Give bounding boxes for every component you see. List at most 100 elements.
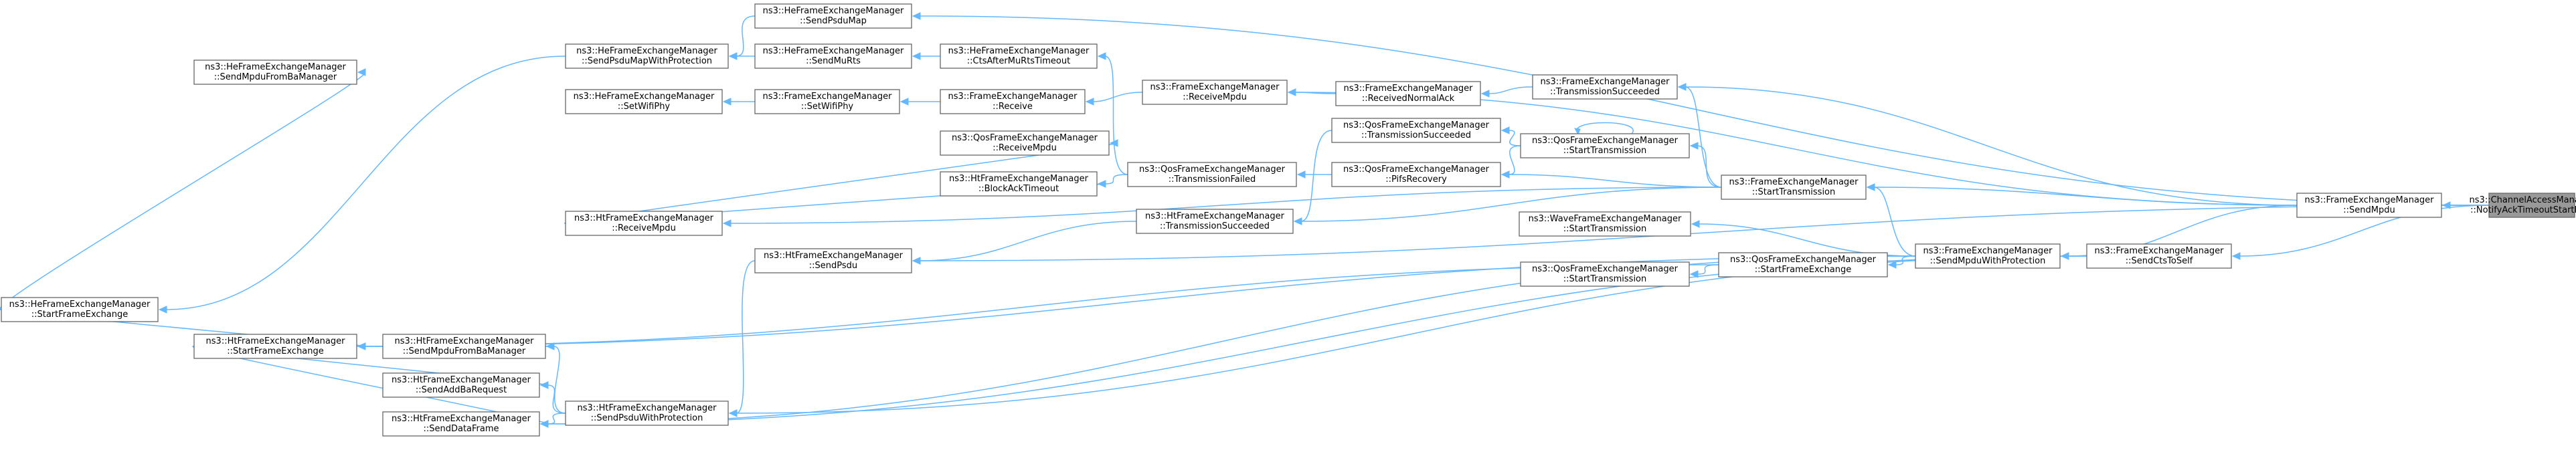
edge-he_startfe-to-he_sendpsdumap_prot	[158, 55, 566, 314]
node-fem-starttx[interactable]: ns3::FrameExchangeManager::StartTransmis…	[1721, 175, 1867, 200]
node-ht-blockack[interactable]: ns3::HtFrameExchangeManager::BlockAckTim…	[940, 171, 1098, 197]
node-ht-sendmpdu-ba[interactable]: ns3::HtFrameExchangeManager::SendMpduFro…	[382, 334, 546, 359]
node-qos-receivempdu[interactable]: ns3::QosFrameExchangeManager::ReceiveMpd…	[940, 130, 1110, 156]
node-method-label: ::ReceiveMpdu	[612, 223, 676, 233]
edge-qos_starttx-to-qos_starttx	[1574, 122, 1634, 136]
node-method-label: ::StartTransmission	[1563, 224, 1647, 234]
node-fem-txsucc[interactable]: ns3::FrameExchangeManager::TransmissionS…	[1532, 74, 1678, 100]
node-box	[1, 297, 159, 322]
node-fem-sendmpdu-prot[interactable]: ns3::FrameExchangeManager::SendMpduWithP…	[1915, 243, 2061, 269]
node-he-sendpsdumap[interactable]: ns3::HeFrameExchangeManager::SendPsduMap	[754, 3, 912, 29]
node-box	[1136, 209, 1294, 234]
edge-fem_setwifiphy-to-fem_receive	[899, 98, 941, 106]
node-ht-txsucc[interactable]: ns3::HtFrameExchangeManager::Transmissio…	[1136, 209, 1294, 234]
node-class-label: ns3::HtFrameExchangeManager	[1145, 211, 1285, 221]
node-fem-sendcts[interactable]: ns3::FrameExchangeManager::SendCtsToSelf	[2086, 243, 2232, 269]
node-class-label: ns3::QosFrameExchangeManager	[1343, 120, 1490, 130]
node-box	[565, 211, 723, 236]
node-fem-sendmpdu[interactable]: ns3::FrameExchangeManager::SendMpdu	[2296, 193, 2442, 218]
node-ht-sendpsdu-prot[interactable]: ns3::HtFrameExchangeManager::SendPsduWit…	[565, 401, 729, 426]
edge-ht_txsucc-to-qos_txsucc	[1293, 130, 1333, 225]
edge-he_sendmpdu_ba-to-he_startfe	[0, 68, 366, 310]
node-box	[940, 171, 1098, 197]
node-ht-receivempdu[interactable]: ns3::HtFrameExchangeManager::ReceiveMpdu	[565, 211, 723, 236]
edge-fem_sendcts-to-root	[2231, 205, 2490, 260]
node-ht-sendaddba[interactable]: ns3::HtFrameExchangeManager::SendAddBaRe…	[382, 372, 540, 398]
edge-ht_senddata-to-fem_sendcts	[539, 255, 2087, 428]
node-method-label: ::StartTransmission	[1563, 274, 1647, 284]
edge-fem_receivempdu-to-fem_recvnormalack	[1287, 88, 1337, 96]
node-box	[382, 372, 540, 398]
node-box	[1532, 74, 1678, 100]
node-box	[1915, 243, 2061, 269]
node-box	[940, 43, 1098, 69]
edge-fem_receive-to-fem_receivempdu	[1085, 92, 1143, 106]
node-qos-starttx2[interactable]: ns3::QosFrameExchangeManager::StartTrans…	[1520, 261, 1690, 287]
node-wave-starttx[interactable]: ns3::WaveFrameExchangeManager::StartTran…	[1519, 211, 1691, 237]
node-class-label: ns3::HeFrameExchangeManager	[205, 62, 346, 72]
node-box	[940, 130, 1110, 156]
node-class-label: ns3::HeFrameExchangeManager	[9, 300, 151, 310]
edge-qos_starttx-to-fem_starttx	[1689, 142, 1722, 188]
node-box	[382, 411, 540, 437]
node-method-label: ::SendPsdu	[809, 261, 857, 271]
node-method-label: ::StartFrameExchange	[1755, 265, 1852, 275]
node-qos-txfailed[interactable]: ns3::QosFrameExchangeManager::Transmissi…	[1127, 162, 1297, 187]
node-box	[1519, 211, 1691, 237]
node-box	[1331, 162, 1501, 187]
node-box	[754, 248, 912, 273]
node-fem-setwifiphy[interactable]: ns3::FrameExchangeManager::SetWifiPhy	[754, 89, 900, 114]
node-class-label: ns3::QosFrameExchangeManager	[1532, 136, 1679, 146]
node-method-label: ::SendPsduMapWithProtection	[582, 56, 712, 66]
node-ht-senddata[interactable]: ns3::HtFrameExchangeManager::SendDataFra…	[382, 411, 540, 437]
node-method-label: ::StartTransmission	[1752, 187, 1836, 197]
node-he-setwifiphy[interactable]: ns3::HeFrameExchangeManager::SetWifiPhy	[565, 89, 723, 114]
node-class-label: ns3::WaveFrameExchangeManager	[1529, 214, 1682, 224]
node-method-label: ::SendMpdu	[2343, 205, 2395, 215]
node-qos-pifs[interactable]: ns3::QosFrameExchangeManager::PifsRecove…	[1331, 162, 1501, 187]
node-he-sendmurts[interactable]: ns3::HeFrameExchangeManager::SendMuRts	[754, 43, 912, 69]
node-class-label: ns3::FrameExchangeManager	[1343, 84, 1473, 94]
edge-wave_starttx-to-fem_sendmpdu_prot	[1691, 220, 1916, 257]
node-box	[1520, 133, 1690, 158]
node-method-label: ::CtsAfterMuRtsTimeout	[967, 56, 1070, 66]
node-qos-starttx[interactable]: ns3::QosFrameExchangeManager::StartTrans…	[1520, 133, 1690, 158]
edge-qos_txsucc-to-qos_starttx	[1500, 126, 1521, 146]
node-box	[193, 60, 357, 85]
node-method-label: ::SendMpduWithProtection	[1930, 256, 2046, 266]
edge-ht_sendmpdu_ba-to-ht_sendpsdu_prot	[545, 342, 566, 414]
node-class-label: ns3::QosFrameExchangeManager	[1730, 255, 1877, 265]
node-he-sendpsdumap-prot[interactable]: ns3::HeFrameExchangeManager::SendPsduMap…	[565, 43, 729, 69]
node-fem-receive[interactable]: ns3::FrameExchangeManager::Receive	[940, 89, 1086, 114]
node-class-label: ns3::FrameExchangeManager	[1923, 246, 2053, 256]
node-box	[193, 334, 357, 359]
node-box	[1721, 175, 1867, 200]
node-class-label: ns3::HtFrameExchangeManager	[392, 414, 531, 424]
node-he-ctsaftermurts[interactable]: ns3::HeFrameExchangeManager::CtsAfterMuR…	[940, 43, 1098, 69]
node-method-label: ::ReceiveMpdu	[993, 143, 1057, 153]
node-qos-txsucc[interactable]: ns3::QosFrameExchangeManager::Transmissi…	[1331, 118, 1501, 143]
edge-ht_sendpsdu_prot-to-fem_sendcts	[728, 255, 2087, 417]
node-method-label: ::ReceivedNormalAck	[1362, 94, 1455, 104]
node-class-label: ns3::HeFrameExchangeManager	[576, 46, 717, 56]
node-fem-recvnormalack[interactable]: ns3::FrameExchangeManager::ReceivedNorma…	[1335, 81, 1481, 106]
node-box	[754, 43, 912, 69]
node-box	[1127, 162, 1297, 187]
node-ht-sendpsdu[interactable]: ns3::HtFrameExchangeManager::SendPsdu	[754, 248, 912, 273]
node-class-label: ns3::QosFrameExchangeManager	[1532, 264, 1679, 274]
node-ht-startfe[interactable]: ns3::HtFrameExchangeManager::StartFrameE…	[193, 334, 357, 359]
node-qos-startfe[interactable]: ns3::QosFrameExchangeManager::StartFrame…	[1718, 252, 1888, 277]
node-box	[2488, 193, 2575, 218]
node-method-label: ::BlockAckTimeout	[978, 184, 1059, 194]
node-box	[2296, 193, 2442, 218]
node-method-label: ::SendAddBaRequest	[416, 385, 507, 395]
node-he-startfe[interactable]: ns3::HeFrameExchangeManager::StartFrameE…	[1, 297, 159, 322]
node-method-label: ::TransmissionSucceeded	[1550, 87, 1660, 97]
node-fem-receivempdu[interactable]: ns3::FrameExchangeManager::ReceiveMpdu	[1142, 80, 1288, 105]
node-he-sendmpdu-ba[interactable]: ns3::HeFrameExchangeManager::SendMpduFro…	[193, 60, 357, 85]
edge-ht_sendpsdu_prot-to-ht_sendpsdu	[728, 260, 756, 417]
edge-ht_sendpsdu-to-ht_txsucc	[912, 221, 1137, 265]
node-method-label: ::StartTransmission	[1563, 146, 1647, 156]
edge-he_ctsaftermurts-to-qos_txfailed	[1097, 52, 1128, 175]
